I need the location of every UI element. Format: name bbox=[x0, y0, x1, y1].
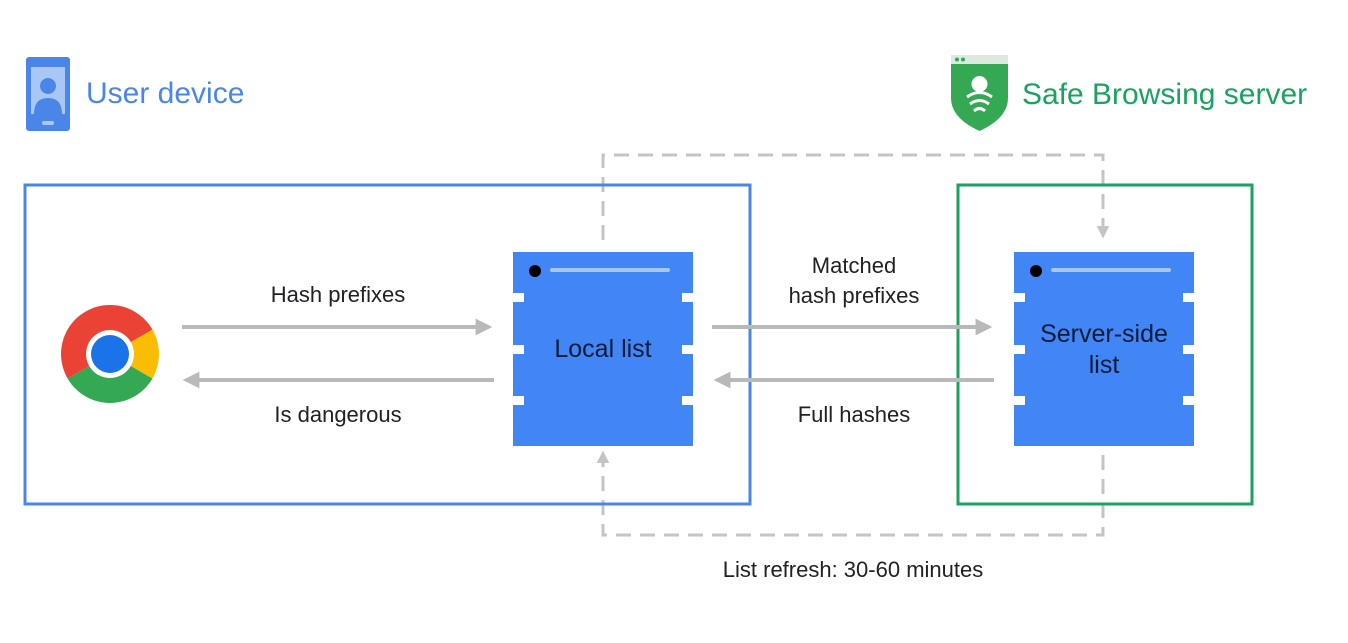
full-hashes-label: Full hashes bbox=[797, 402, 911, 427]
server-list-label-line2: list bbox=[1088, 351, 1120, 379]
matched-label-line2: hash prefixes bbox=[788, 283, 920, 308]
local-list-label: Local list bbox=[554, 335, 652, 363]
is-dangerous-label: Is dangerous bbox=[274, 402, 402, 427]
matched-label-line1: Matched bbox=[811, 253, 897, 278]
local-list-node bbox=[510, 252, 696, 446]
user-device-title: User device bbox=[86, 77, 245, 110]
safe-browsing-server-title: Safe Browsing server bbox=[1022, 78, 1308, 111]
server-box bbox=[956, 183, 1254, 506]
phone-user-icon bbox=[26, 57, 70, 131]
hash-prefixes-label: Hash prefixes bbox=[270, 282, 406, 307]
user-device-box bbox=[23, 183, 752, 506]
list-refresh-loop bbox=[596, 153, 1110, 537]
shield-user-icon bbox=[951, 55, 1008, 131]
server-list-label-line1: Server-side bbox=[1040, 320, 1168, 348]
server-list-node bbox=[1011, 252, 1197, 446]
chrome-logo-icon bbox=[61, 305, 159, 403]
list-refresh-label: List refresh: 30-60 minutes bbox=[722, 557, 984, 582]
